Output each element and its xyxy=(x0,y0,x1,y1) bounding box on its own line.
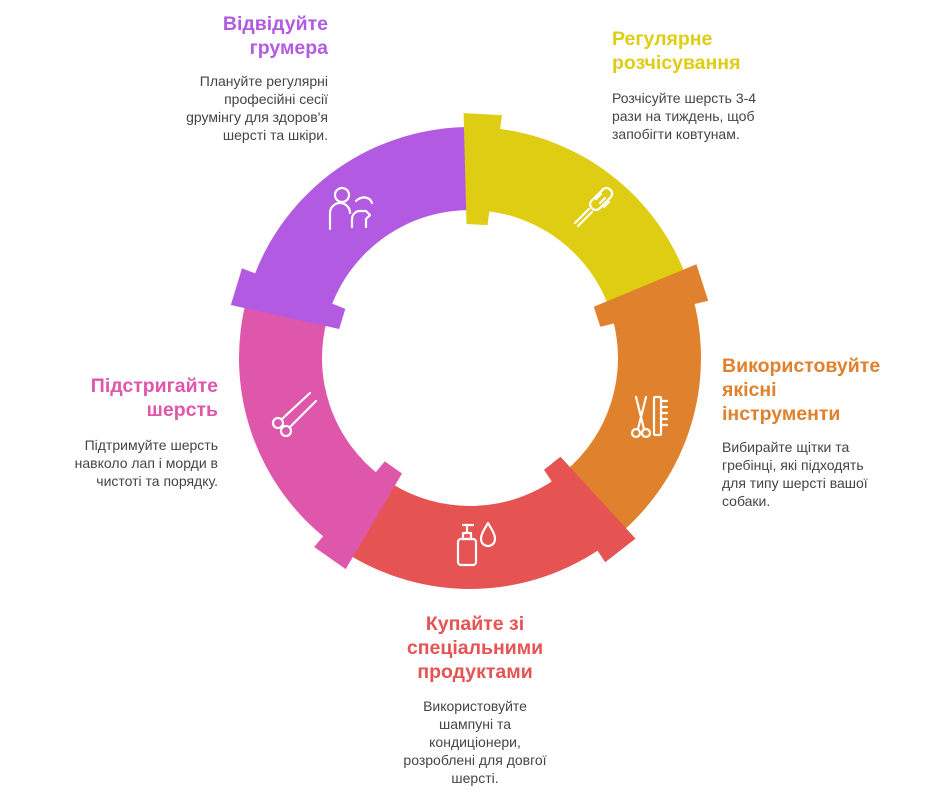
ring-segment-bathing xyxy=(342,477,608,589)
step-description-brushing: Розчісуйте шерсть 3-4 рази на тиждень, щ… xyxy=(612,90,757,142)
scissors-and-comb-icon xyxy=(630,395,669,439)
connector-tab-bathing xyxy=(544,456,636,563)
connector-tab-trimming xyxy=(314,461,402,570)
connector-tab-tools xyxy=(593,264,709,327)
connector-tab-brushing xyxy=(463,113,502,226)
ring-segment-groomer xyxy=(250,127,476,311)
shampoo-bottle-and-drop-icon xyxy=(456,521,497,567)
ring-segment-trimming xyxy=(239,296,382,544)
step-description-bathing: Використовуйте шампуні та кондиціонери, … xyxy=(403,698,547,786)
step-title-brushing: Регулярне розчісування xyxy=(612,28,741,74)
step-description-tools: Вибирайте щітки та гребінці, які підходя… xyxy=(722,439,868,509)
ring-segment-tools xyxy=(564,292,701,537)
step-title-trimming: Підстригайте шерсть xyxy=(90,375,218,421)
step-description-trimming: Підтримуйте шерсть навколо лап і морди в… xyxy=(74,437,218,489)
connector-tab-groomer xyxy=(230,268,346,329)
scissors-icon xyxy=(271,391,318,438)
step-title-groomer: Відвідуйте грумера xyxy=(222,13,328,59)
step-title-tools: Використовуйте якісні інструменти xyxy=(722,355,881,425)
step-title-bathing: Купайте зі спеціальними продуктами xyxy=(406,613,544,683)
step-description-groomer: Плануйте регулярні професійні сесії gрум… xyxy=(186,73,328,143)
brush-icon xyxy=(573,186,614,228)
groomer-with-dog-icon xyxy=(328,186,374,231)
